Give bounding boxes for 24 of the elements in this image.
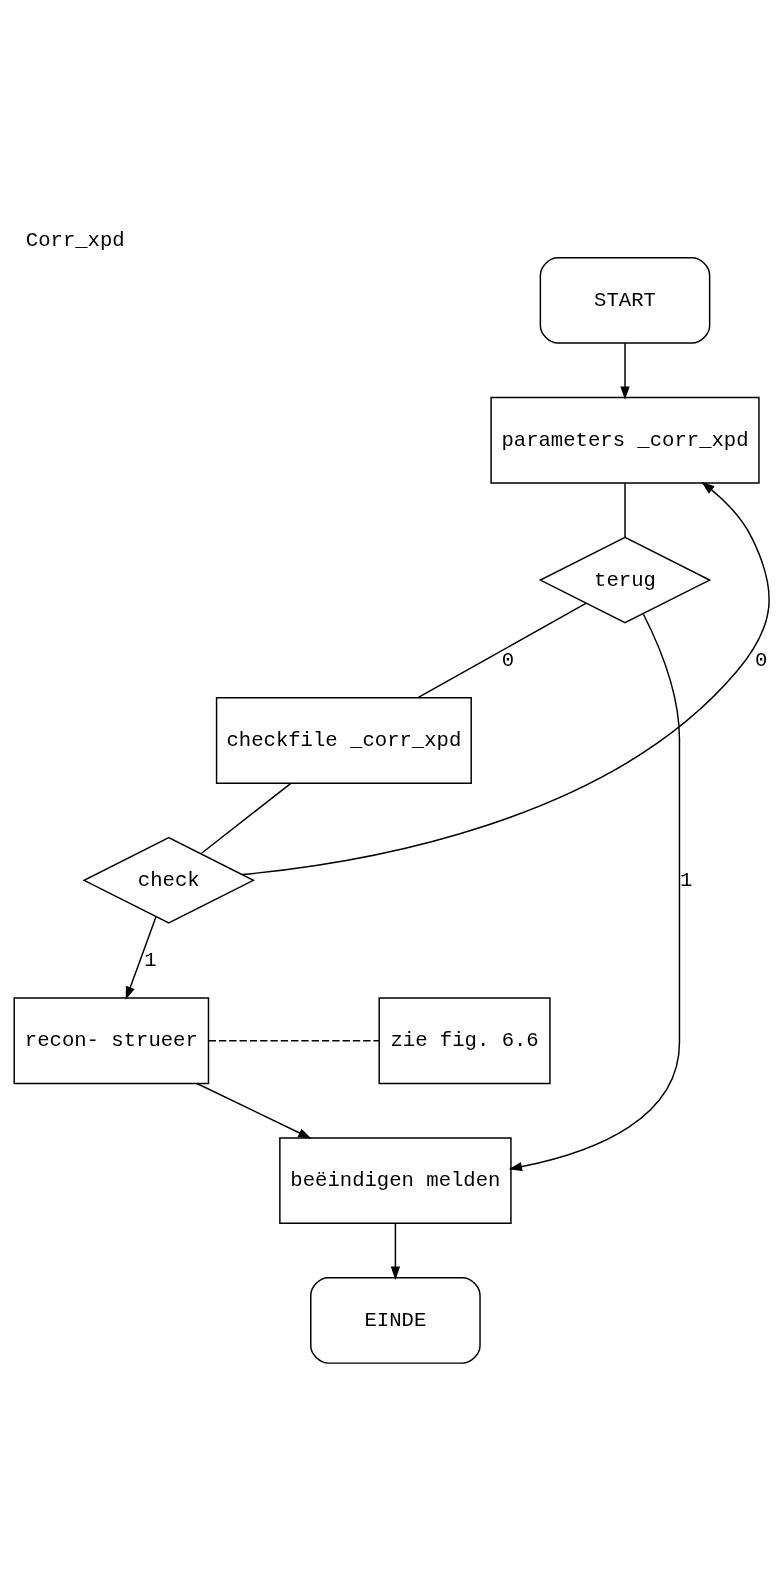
node-box: beëindigen melden — [279, 1136, 512, 1224]
node-diamond: check — [82, 836, 255, 924]
arrow — [196, 1082, 312, 1139]
edge-label: 0 — [754, 648, 768, 672]
arrow — [508, 612, 681, 1171]
arrow — [390, 1222, 401, 1280]
connector — [207, 1039, 380, 1041]
node-box: zie fig. 6.6 — [378, 996, 551, 1084]
connector — [417, 602, 587, 698]
node-box: checkfile _corr_xpd — [215, 696, 472, 784]
arrow — [125, 915, 157, 1000]
node-diamond: terug — [538, 536, 712, 624]
edge-label: 1 — [679, 868, 693, 892]
edge-label: 0 — [501, 648, 515, 672]
node-box: recon- strueer — [13, 996, 210, 1084]
diagram-title: Corr_xpd — [25, 228, 125, 252]
node-box: parameters _corr_xpd — [490, 396, 760, 484]
arrow — [620, 342, 630, 400]
arrow — [241, 481, 770, 875]
connector — [200, 782, 292, 854]
connector — [624, 481, 626, 538]
edge-label: 1 — [144, 948, 157, 972]
node-box: EINDE — [310, 1276, 481, 1364]
node-box: START — [539, 256, 711, 344]
